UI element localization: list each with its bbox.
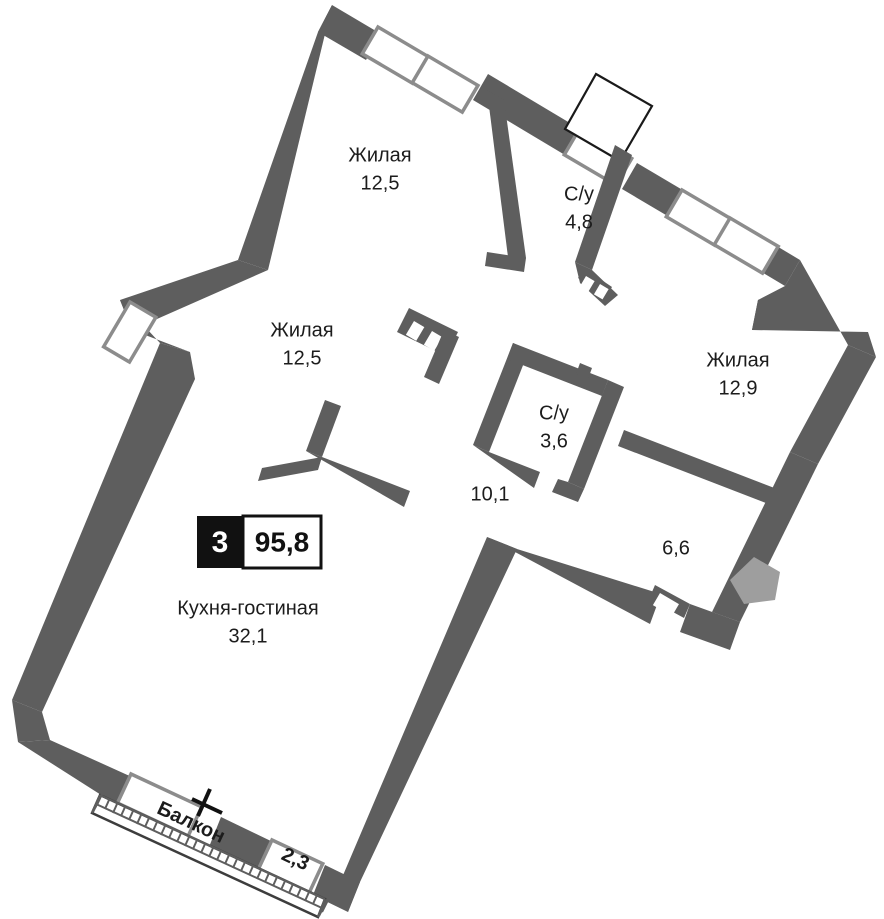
room-label-bathroom-1: С/у — [564, 183, 594, 205]
badge-total-area: 95,8 — [255, 526, 310, 557]
exterior-walls — [12, 5, 876, 912]
wall-top-right-segment — [622, 163, 686, 218]
wall-living2-bottom — [306, 400, 341, 457]
room-area-living-1: 12,5 — [361, 172, 400, 194]
niche-opening-bath1-b — [593, 283, 609, 300]
area-hall: 10,1 — [471, 483, 510, 505]
exterior-windows — [101, 24, 781, 895]
wall-right-notch-top — [752, 260, 876, 357]
wall-right-step — [752, 286, 810, 330]
niche-opening-bath1-a — [579, 276, 595, 292]
room-label-kitchen-living: Кухня-гостиная — [177, 597, 319, 619]
wall-right-upper-vertical — [790, 345, 876, 464]
apartment-summary-badge: 3 95,8 — [197, 514, 323, 570]
wall-bath2-right — [568, 380, 624, 489]
window-top-right-2 — [711, 215, 781, 276]
room-label-bathroom-2: С/у — [539, 402, 569, 424]
badge-rooms-box — [197, 516, 243, 568]
wall-left-lower — [12, 343, 195, 712]
niche-opening-corridor — [652, 593, 679, 617]
wall-bottom-left-run — [18, 740, 132, 807]
wall-bath2-left — [473, 343, 529, 452]
interior-walls — [258, 90, 790, 618]
area-corridor: 6,6 — [662, 537, 690, 559]
room-label-living-3: Жилая — [706, 349, 769, 371]
wall-corridor-bottom-2 — [680, 604, 740, 650]
wall-bath2-top — [507, 343, 608, 396]
badge-rooms-count: 3 — [212, 526, 229, 559]
wall-upper-left-diagonal — [238, 5, 332, 270]
room-labels: Жилая 12,5 Жилая 12,5 Жилая 12,9 С/у 4,8… — [177, 144, 769, 647]
wall-bath2-bottom-right — [552, 479, 584, 502]
wall-living2-niche-run — [258, 457, 322, 481]
wall-living1-door-stub — [485, 252, 526, 272]
wall-bath2-top-nub — [576, 363, 592, 379]
wall-bottom-left-corner — [12, 700, 50, 742]
room-label-living-2: Жилая — [270, 319, 333, 341]
badge-area-box — [241, 514, 323, 570]
room-area-bathroom-1: 4,8 — [565, 211, 593, 233]
wall-bath1-right — [575, 145, 632, 270]
niche-opening-b — [423, 331, 443, 351]
wall-closet-stub — [424, 330, 459, 384]
room-area-living-3: 12,9 — [719, 377, 758, 399]
balcony-plus-marker — [191, 788, 223, 817]
wall-bath2-bottom-left — [473, 445, 540, 488]
room-area-living-2: 12,5 — [283, 347, 322, 369]
balcony-group — [90, 788, 331, 919]
niche-opening-a — [405, 320, 425, 341]
window-left — [101, 299, 159, 365]
room-area-bathroom-2: 3,6 — [540, 430, 568, 452]
entrance-door-marker — [730, 557, 780, 604]
wall-top-mid-segment — [473, 74, 585, 158]
wall-bottom-window-pier — [209, 817, 275, 873]
room-area-kitchen-living: 32,1 — [229, 625, 268, 647]
wall-hall-right-divider — [618, 430, 790, 510]
room-label-living-1: Жилая — [348, 144, 411, 166]
wall-left-shoulder — [120, 260, 268, 330]
wall-living2-bottom-run — [306, 451, 410, 507]
window-top-2 — [409, 53, 481, 115]
wall-kitchen-right — [341, 537, 517, 912]
wall-corridor-bottom — [487, 537, 661, 624]
balcony-railing-hatch — [91, 791, 331, 918]
wall-living1-partition — [487, 90, 526, 265]
